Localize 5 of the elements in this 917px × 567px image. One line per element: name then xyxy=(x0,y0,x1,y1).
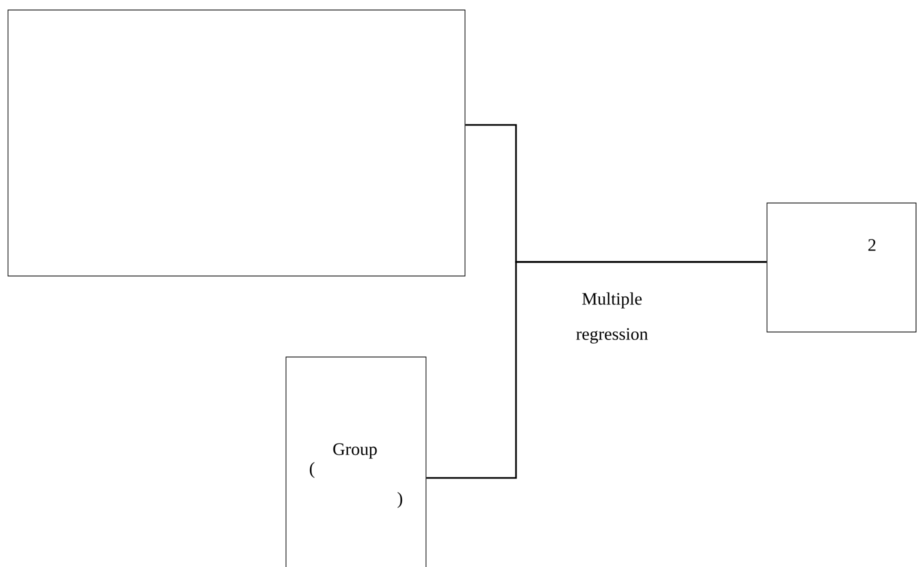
empty-box xyxy=(8,10,466,276)
connector-line xyxy=(426,261,767,479)
text-box: 2 xyxy=(766,202,916,332)
text-box: Group ( ) xyxy=(286,356,426,567)
label-text: Multiple regression xyxy=(576,292,648,344)
